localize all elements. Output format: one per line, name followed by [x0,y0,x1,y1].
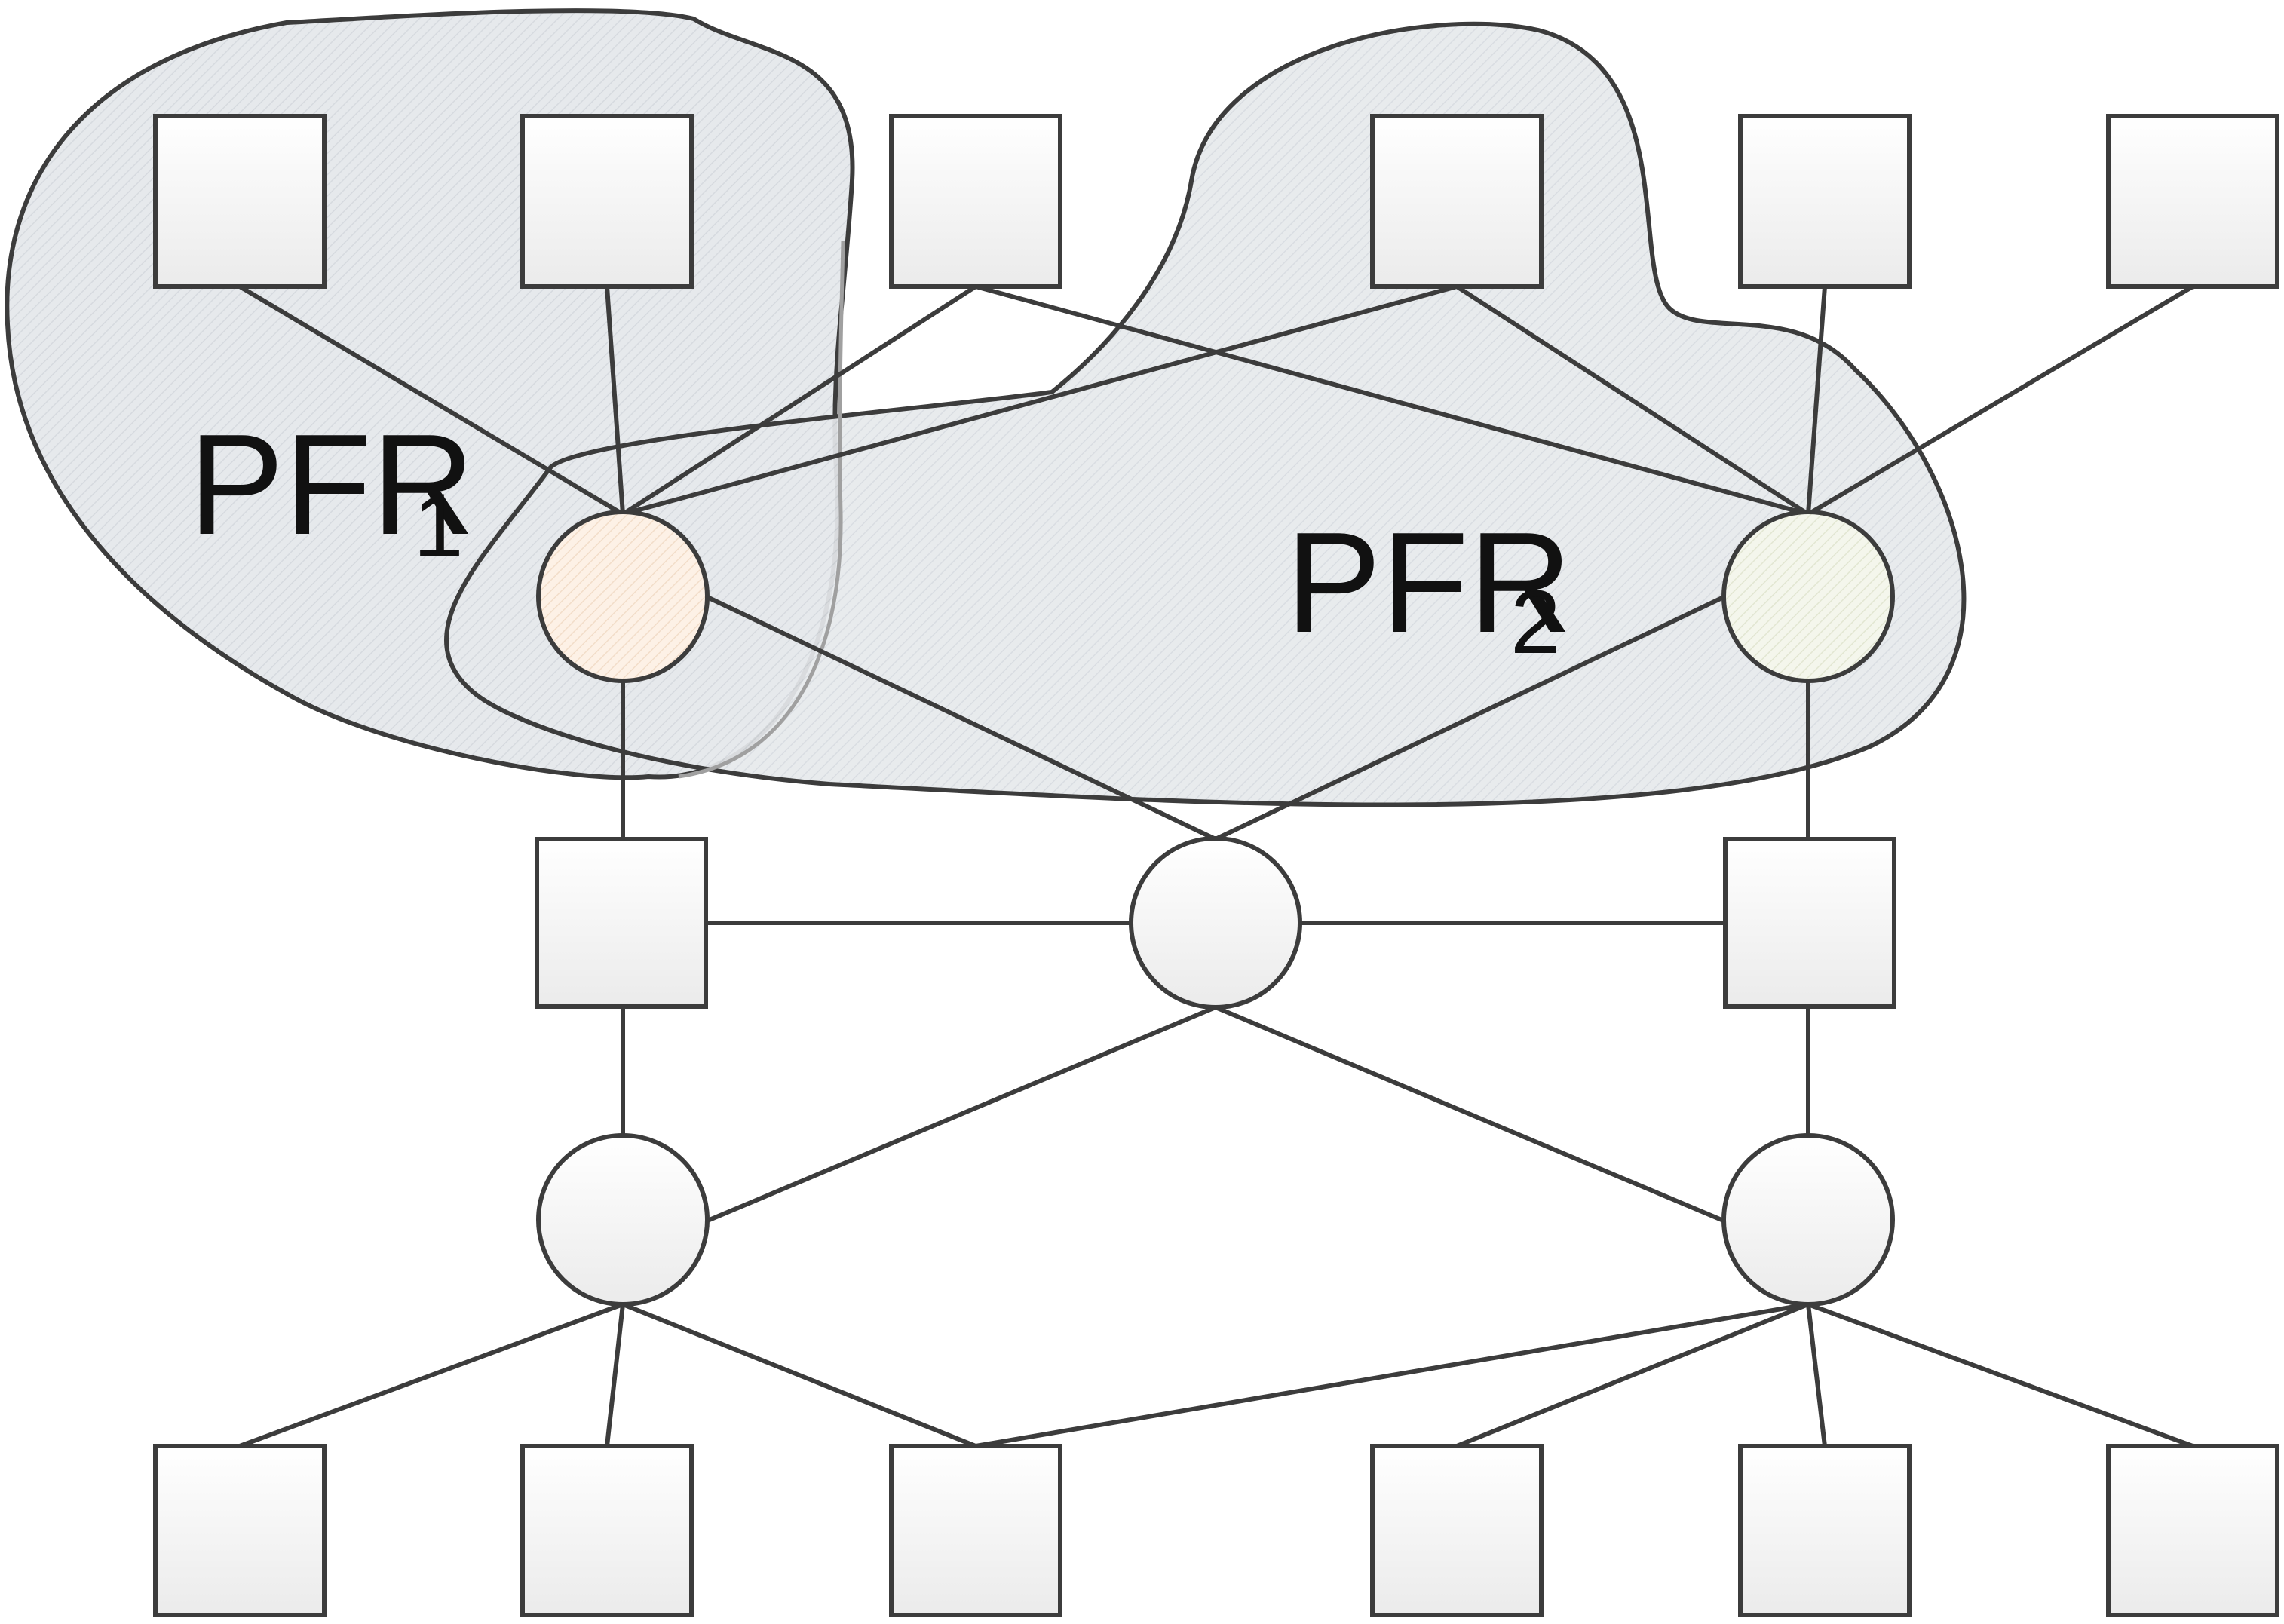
edge [1807,284,2194,516]
edge [975,1302,1809,1448]
square-node [889,1444,1062,1617]
pfr2-label-subscript: 2 [1510,571,1561,673]
square-node [520,114,694,289]
region-pfr2 [444,21,1967,807]
edge [704,1005,1217,1224]
square-node [153,1444,327,1617]
pfr1-label-subscript: 1 [413,475,464,576]
pfr1-circle-node [536,510,710,683]
square-node [520,1444,694,1617]
edge [704,594,1217,841]
region-pfr1-overlap-outline [678,241,845,779]
square-node [535,837,708,1009]
square-node [889,114,1062,289]
edge [622,284,1458,516]
square-node [2106,114,2279,289]
edge [238,284,624,516]
pfr2-label-main: PFR [1286,503,1572,663]
edge [1806,286,1827,515]
square-node [1370,114,1544,289]
edge [605,1304,625,1447]
pfr2-circle-node [1721,510,1895,683]
edge [1807,1302,2194,1448]
edge [621,1302,977,1448]
circle-node [1129,836,1302,1010]
lower-circle-nodes [536,1133,1895,1307]
edge [1455,284,1810,516]
square-node [1738,1444,1912,1617]
pfr1-label-main: PFR [189,405,475,565]
edges [238,284,2194,1448]
pfr2-label: PFR 2 [1286,503,1572,673]
square-node [1370,1444,1544,1617]
circle-node [1721,1133,1895,1307]
square-node [2106,1444,2279,1617]
edge [605,286,625,515]
circle-node [536,1133,710,1307]
edge [1806,1304,1827,1447]
edge [1455,1302,1810,1448]
middle-row-nodes [535,836,1896,1010]
square-node [1723,837,1896,1009]
edge [1214,1005,1727,1224]
pfr1-label: PFR 1 [189,405,475,576]
top-row-nodes [153,114,2279,289]
square-node [1738,114,1912,289]
bottom-row-nodes [153,1444,2279,1617]
edge [1214,594,1727,841]
edge [621,284,977,516]
edge [975,284,1809,516]
edge [238,1302,624,1448]
square-node [153,114,327,289]
